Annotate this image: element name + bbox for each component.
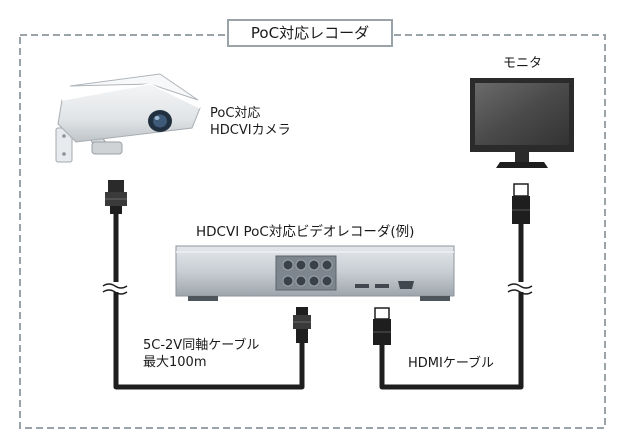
hdmi-cable-label: HDMIケーブル	[408, 356, 495, 371]
recorder-illustration	[175, 245, 455, 301]
monitor-label: モニタ	[503, 56, 543, 71]
hdmi-cable	[379, 224, 533, 390]
recorder-label: HDCVI PoC対応ビデオレコーダ(例)	[196, 224, 415, 240]
bnc-connector-recorder	[293, 307, 311, 343]
coax-cable	[102, 212, 305, 390]
camera-label-line1: PoC対応	[210, 106, 261, 121]
camera-illustration	[55, 73, 201, 163]
hdmi-connector-recorder	[373, 307, 391, 345]
monitor-illustration	[470, 78, 574, 168]
frame-title: PoC対応レコーダ	[227, 19, 393, 47]
coax-cable-label-line2: 最大100m	[143, 355, 207, 370]
bnc-connector-camera	[105, 180, 127, 214]
camera-label-line2: HDCVIカメラ	[210, 123, 291, 138]
hdmi-connector-monitor	[512, 183, 530, 224]
coax-cable-label-line1: 5C-2V同軸ケーブル	[143, 338, 260, 353]
